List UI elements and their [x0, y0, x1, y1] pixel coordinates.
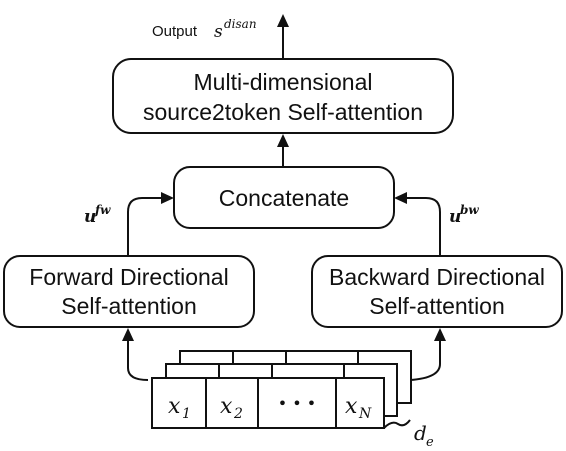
embedding-dim-symbol: d [414, 421, 427, 445]
token-sequence-frame [151, 377, 385, 429]
forward-attention-box [3, 255, 255, 328]
concatenate-box [173, 166, 395, 229]
backward-to-concat-arrow-line [405, 197, 441, 256]
forward-output-symbol: u [84, 207, 96, 227]
source2token-label-line1: Multi-dimensional [194, 69, 373, 95]
backward-attention-label-line1: Backward Directional [329, 264, 545, 290]
output-superscript: disan [224, 17, 257, 31]
backward-to-concat-arrow-head [394, 192, 407, 204]
input-to-backward-arrow-line [409, 339, 441, 381]
backward-output-symbol: u [449, 207, 461, 227]
token-x1-subscript: 1 [182, 406, 191, 422]
forward-to-concat-arrow-line [127, 197, 163, 256]
output-symbol: s [214, 22, 223, 42]
output-arrow-head [277, 14, 289, 27]
source2token-label-line2: source2token Self-attention [143, 99, 423, 125]
concat-to-top-arrow-head [277, 134, 289, 147]
concatenate-label: Concatenate [219, 185, 349, 211]
forward-attention-label-line2: Self-attention [61, 293, 197, 319]
input-to-backward-arrow-head [434, 328, 446, 341]
token-ellipsis: • • • [278, 394, 316, 413]
output-label: Output [152, 23, 198, 40]
forward-to-concat-arrow-head [161, 192, 174, 204]
token-x2-symbol: x [220, 394, 233, 419]
source2token-box [112, 58, 454, 134]
embedding-dim-brace [383, 419, 411, 429]
backward-output-superscript: bw [460, 203, 479, 217]
input-to-forward-arrow-head [122, 328, 134, 341]
backward-attention-label-line2: Self-attention [369, 293, 505, 319]
embedding-dim-subscript: e [426, 435, 434, 450]
input-to-forward-arrow-line [127, 339, 149, 381]
token-x2-subscript: 2 [233, 406, 243, 422]
forward-output-superscript: fw [94, 203, 111, 217]
token-xN-subscript: N [358, 406, 372, 422]
token-x1-symbol: x [168, 394, 181, 419]
token-xN-symbol: x [345, 394, 358, 419]
forward-attention-label-line1: Forward Directional [29, 264, 228, 290]
token-sequence: x 1 x 2 • • • x N [151, 377, 385, 429]
backward-attention-box [311, 255, 563, 328]
